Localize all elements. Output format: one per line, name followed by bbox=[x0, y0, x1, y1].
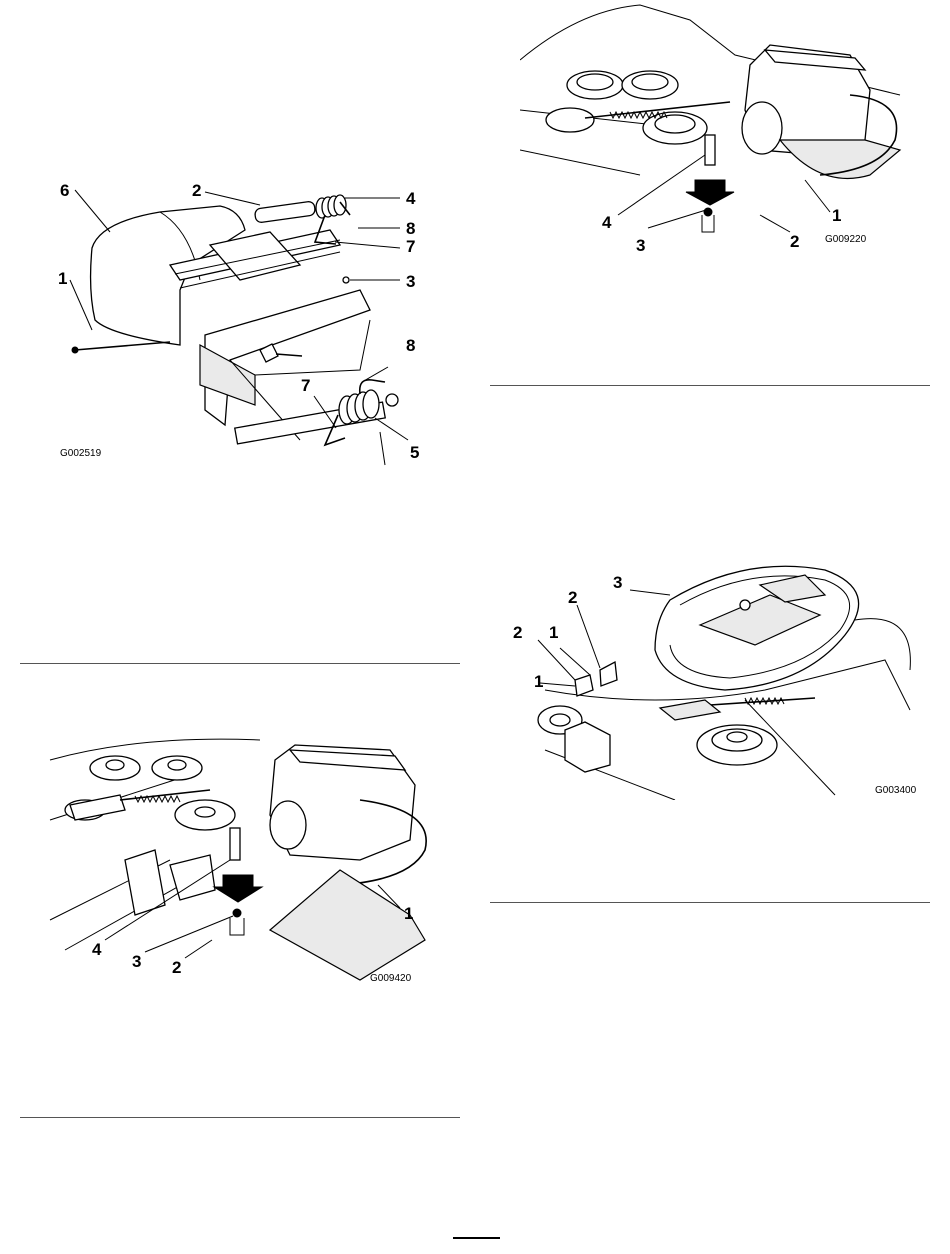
callout: 3 bbox=[613, 573, 622, 592]
callout: 4 bbox=[406, 189, 416, 208]
figure-g009420: 1 2 3 4 G009420 bbox=[40, 720, 440, 995]
divider bbox=[490, 385, 930, 386]
figure-code: G003400 bbox=[875, 785, 917, 796]
callout: 4 bbox=[602, 213, 612, 232]
callout: 5 bbox=[410, 443, 419, 462]
callout: 2 bbox=[172, 958, 181, 977]
callout: 2 bbox=[513, 623, 522, 642]
callout: 4 bbox=[92, 940, 102, 959]
figure-code: G009220 bbox=[825, 234, 867, 245]
callout: 7 bbox=[406, 237, 415, 256]
callout: 8 bbox=[406, 336, 415, 355]
callout: 8 bbox=[406, 219, 415, 238]
figure-code: G009420 bbox=[370, 973, 412, 984]
callout: 6 bbox=[60, 181, 69, 200]
callout: 1 bbox=[549, 623, 558, 642]
callout: 3 bbox=[406, 272, 415, 291]
page-mark bbox=[453, 1237, 500, 1239]
figure-g009220: 1 2 3 4 G009220 bbox=[520, 0, 920, 255]
callout: 3 bbox=[132, 952, 141, 971]
callout: 1 bbox=[832, 206, 841, 225]
callout: 3 bbox=[636, 236, 645, 255]
spring-top bbox=[316, 195, 346, 218]
callout: 2 bbox=[192, 181, 201, 200]
callout: 1 bbox=[404, 904, 413, 923]
divider bbox=[490, 902, 930, 903]
callout: 2 bbox=[790, 232, 799, 251]
divider bbox=[20, 1117, 460, 1118]
figure-g003400: 1 1 2 2 3 G003400 bbox=[505, 540, 925, 800]
callout: 1 bbox=[58, 269, 67, 288]
callout: 2 bbox=[568, 588, 577, 607]
figure-code: G002519 bbox=[60, 448, 102, 459]
figure-g002519: 1 2 3 4 5 6 7 8 7 8 G002519 bbox=[40, 170, 440, 470]
callout: 7 bbox=[301, 376, 310, 395]
callout: 1 bbox=[534, 672, 543, 691]
divider bbox=[20, 663, 460, 664]
deflector-body bbox=[91, 206, 245, 345]
